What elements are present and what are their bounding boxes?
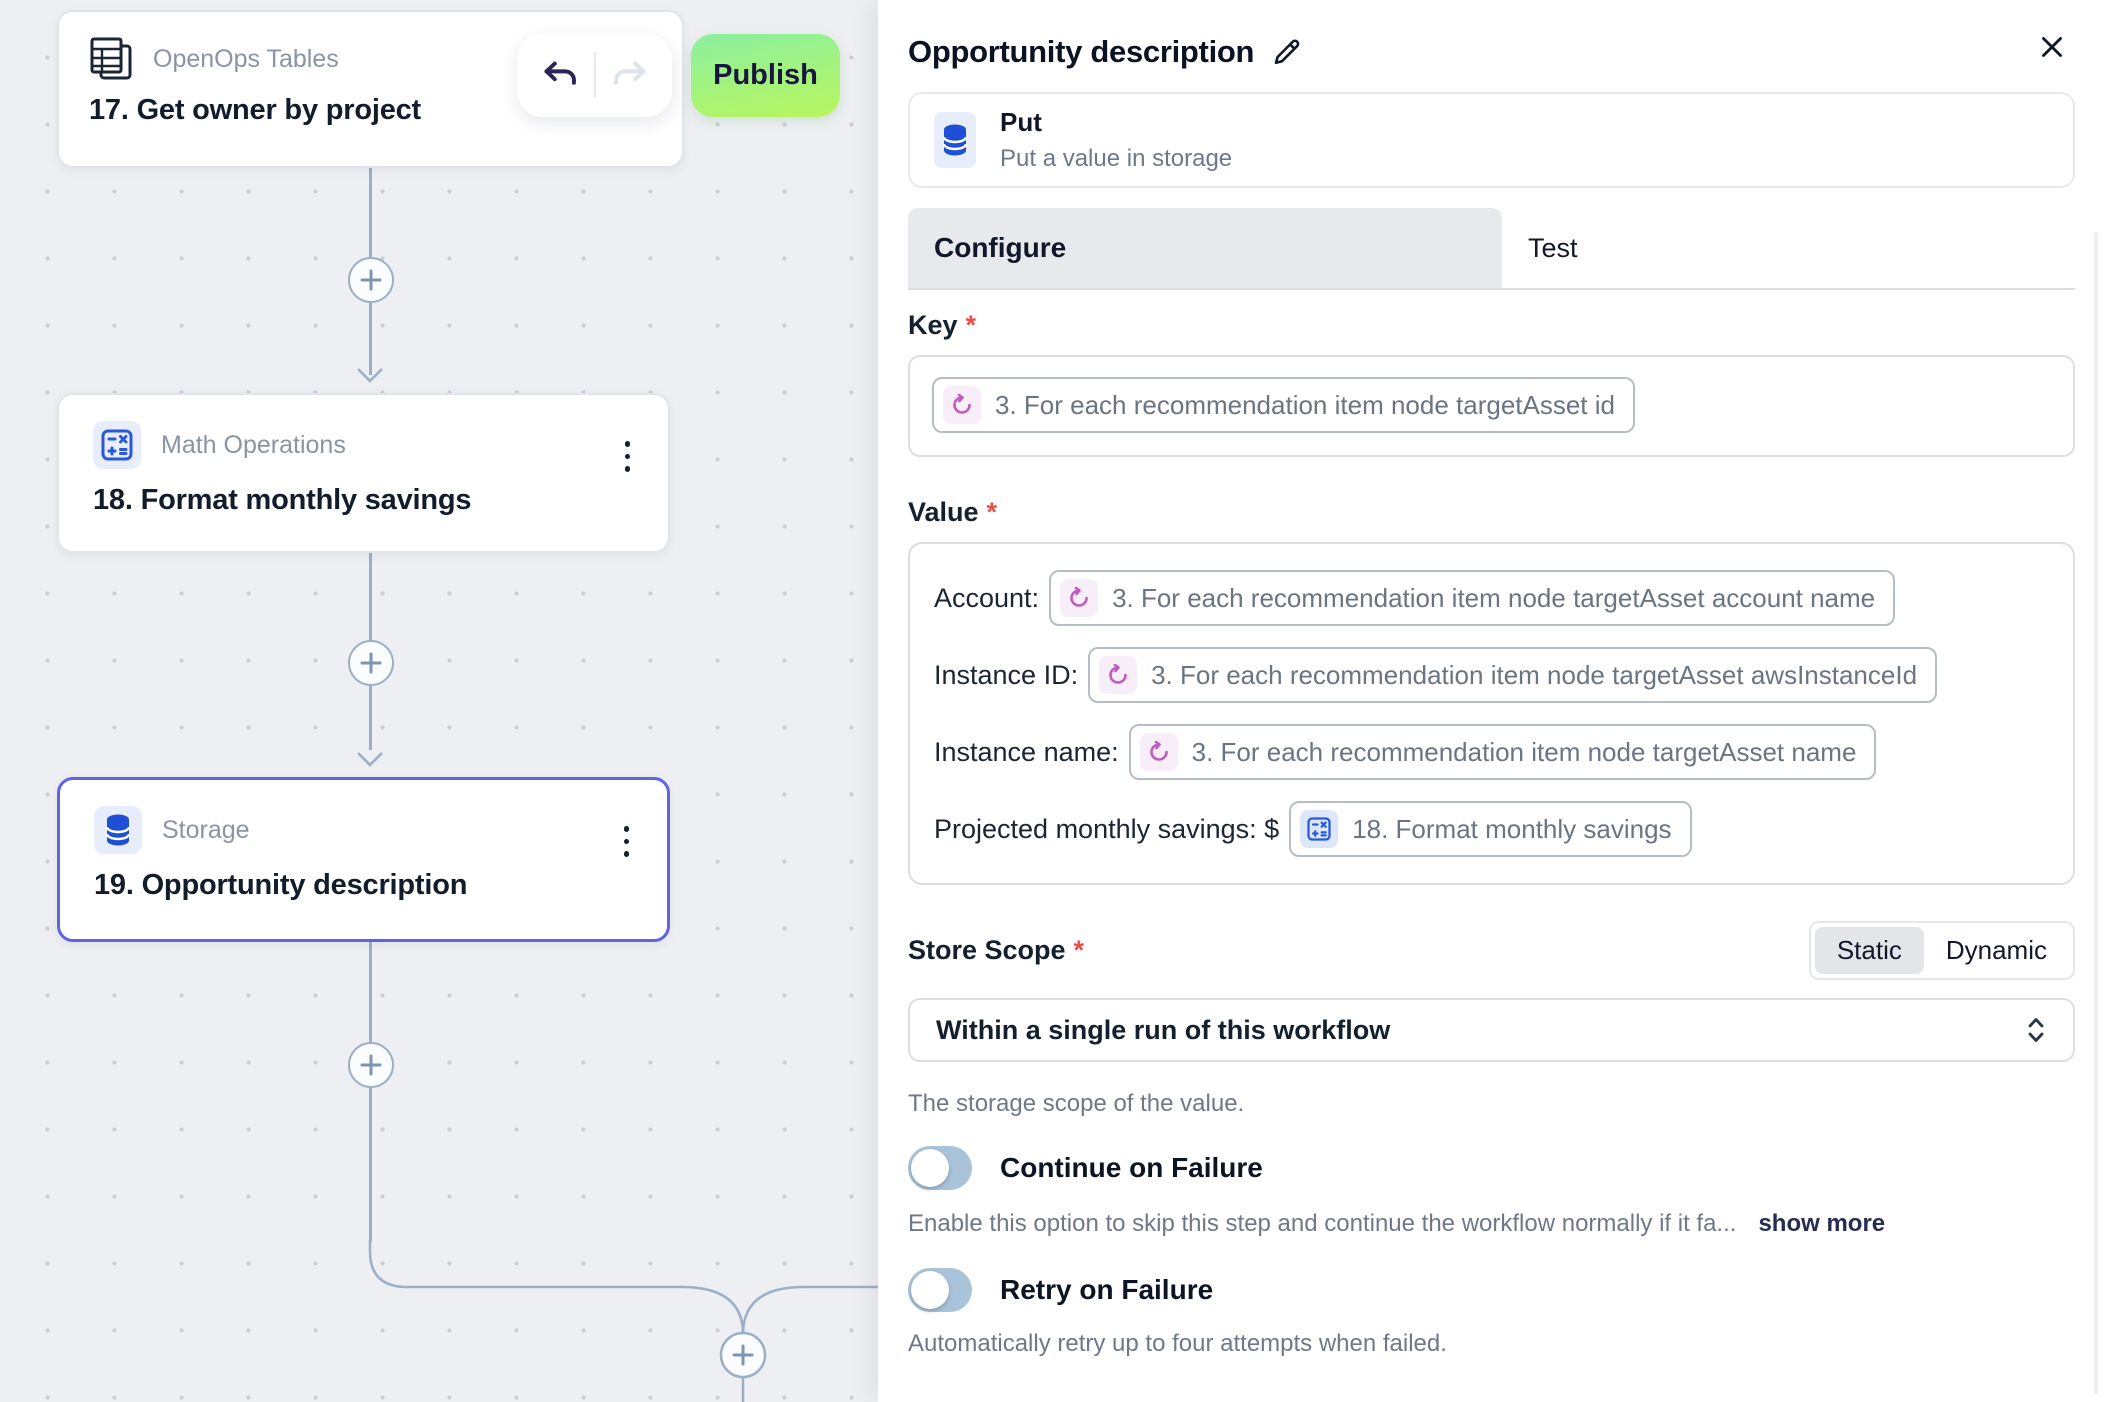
step-settings-panel: Opportunity description Put Put a valu <box>878 0 2105 1402</box>
add-step-button[interactable] <box>348 1042 394 1088</box>
token-text: 3. For each recommendation item node tar… <box>995 389 1615 420</box>
connector-line <box>369 686 372 750</box>
close-icon <box>2042 37 2062 57</box>
redo-button[interactable] <box>610 61 648 89</box>
node-menu-button[interactable] <box>621 437 635 476</box>
workflow-node-format-savings[interactable]: Math Operations 18. Format monthly savin… <box>57 393 670 553</box>
value-row-label: Instance ID: <box>934 659 1079 690</box>
token-text: 18. Format monthly savings <box>1352 813 1672 844</box>
value-row: Instance name: 3. For each recommendatio… <box>934 724 2049 780</box>
loop-icon <box>1060 579 1099 617</box>
plus-icon <box>360 269 382 291</box>
node-step-title: 17. Get owner by project <box>89 94 422 126</box>
undo-button[interactable] <box>542 61 580 89</box>
math-icon <box>93 421 141 469</box>
action-description: Put a value in storage <box>1000 145 1233 172</box>
value-row: Projected monthly savings: $ 18. Format … <box>934 801 2049 857</box>
value-row-label: Account: <box>934 582 1040 613</box>
retry-on-failure-toggle[interactable] <box>908 1268 972 1312</box>
workflow-node-opportunity-description[interactable]: Storage 19. Opportunity description <box>57 777 670 942</box>
rename-step-button[interactable] <box>1272 37 1302 67</box>
loop-icon <box>1139 733 1178 771</box>
continue-on-failure-help: Enable this option to skip this step and… <box>908 1210 1737 1237</box>
action-summary-card: Put Put a value in storage <box>908 92 2075 188</box>
action-name: Put <box>1000 107 1042 137</box>
value-field-label: Value* <box>908 497 998 527</box>
step-title: Opportunity description <box>908 34 1255 69</box>
plus-icon <box>360 1054 382 1076</box>
node-menu-button[interactable] <box>620 822 634 861</box>
chevron-up-down-icon <box>2028 1018 2044 1042</box>
store-scope-select[interactable]: Within a single run of this workflow <box>908 998 2075 1062</box>
value-row: Account: 3. For each recommendation item… <box>934 570 2049 626</box>
loop-icon <box>943 386 981 424</box>
connector-line <box>369 303 372 375</box>
value-row: Instance ID: 3. For each recommendation … <box>934 647 2049 703</box>
store-scope-help: The storage scope of the value. <box>908 1090 1245 1117</box>
continue-on-failure-label: Continue on Failure <box>1000 1152 1263 1183</box>
show-more-link[interactable]: show more <box>1758 1210 1886 1237</box>
connector-line <box>369 553 372 640</box>
publish-button[interactable]: Publish <box>691 34 840 117</box>
pencil-icon <box>1274 39 1300 65</box>
close-panel-button[interactable] <box>2037 32 2067 62</box>
toggle-knob <box>911 1149 949 1187</box>
token-text: 3. For each recommendation item node tar… <box>1112 582 1876 613</box>
panel-tabs: Configure Test <box>908 208 2075 290</box>
plus-icon <box>360 652 382 674</box>
token-chip[interactable]: 3. For each recommendation item node tar… <box>932 377 1635 433</box>
add-step-button[interactable] <box>348 257 394 303</box>
history-toolbar <box>517 33 672 117</box>
divider <box>593 52 596 98</box>
required-asterisk: * <box>1073 935 1085 965</box>
loop-icon <box>1099 656 1138 694</box>
token-chip[interactable]: 3. For each recommendation item node tar… <box>1049 570 1896 626</box>
arrow-down-icon <box>357 752 383 767</box>
continue-on-failure-toggle[interactable] <box>908 1146 972 1190</box>
panel-scrollbar[interactable] <box>2094 232 2098 1394</box>
math-icon <box>1300 810 1339 848</box>
node-app-label: Math Operations <box>161 430 346 459</box>
required-asterisk: * <box>965 310 977 340</box>
tab-configure[interactable]: Configure <box>908 208 1502 288</box>
value-row-label: Instance name: <box>934 736 1119 767</box>
token-text: 3. For each recommendation item node tar… <box>1151 659 1918 690</box>
static-option[interactable]: Static <box>1814 927 1924 974</box>
store-scope-label: Store Scope* <box>908 935 1085 965</box>
key-input[interactable]: 3. For each recommendation item node tar… <box>908 355 2075 457</box>
dynamic-option[interactable]: Dynamic <box>1945 935 2047 965</box>
toggle-knob <box>911 1271 949 1309</box>
store-scope-value: Within a single run of this workflow <box>936 1014 1391 1045</box>
token-text: 3. For each recommendation item node tar… <box>1191 736 1857 767</box>
token-chip[interactable]: 18. Format monthly savings <box>1289 801 1692 857</box>
node-step-title: 18. Format monthly savings <box>93 484 472 516</box>
value-input[interactable]: Account: 3. For each recommendation item… <box>908 542 2075 885</box>
value-row-label: Projected monthly savings: $ <box>934 813 1280 844</box>
connector-merge <box>368 1240 890 1402</box>
connector-line <box>369 1088 372 1242</box>
add-step-button[interactable] <box>348 640 394 686</box>
tables-icon <box>90 37 132 80</box>
token-chip[interactable]: 3. For each recommendation item node tar… <box>1128 724 1877 780</box>
retry-on-failure-help: Automatically retry up to four attempts … <box>908 1330 1447 1357</box>
arrow-down-icon <box>357 368 383 383</box>
tab-test[interactable]: Test <box>1528 232 1578 263</box>
token-chip[interactable]: 3. For each recommendation item node tar… <box>1088 647 1938 703</box>
required-asterisk: * <box>986 497 998 527</box>
node-app-label: OpenOps Tables <box>153 44 339 73</box>
key-field-label: Key* <box>908 310 977 340</box>
storage-icon <box>934 112 976 168</box>
store-scope-mode-switch: Static Dynamic <box>1808 921 2075 980</box>
connector-line <box>369 942 372 1042</box>
storage-icon <box>94 806 142 854</box>
workflow-canvas[interactable]: OpenOps Tables 17. Get owner by project … <box>0 0 890 1402</box>
panel-header: Opportunity description <box>908 28 2075 76</box>
node-app-label: Storage <box>162 815 250 844</box>
retry-on-failure-label: Retry on Failure <box>1000 1274 1214 1305</box>
connector-line <box>369 168 372 258</box>
node-step-title: 19. Opportunity description <box>94 869 468 901</box>
